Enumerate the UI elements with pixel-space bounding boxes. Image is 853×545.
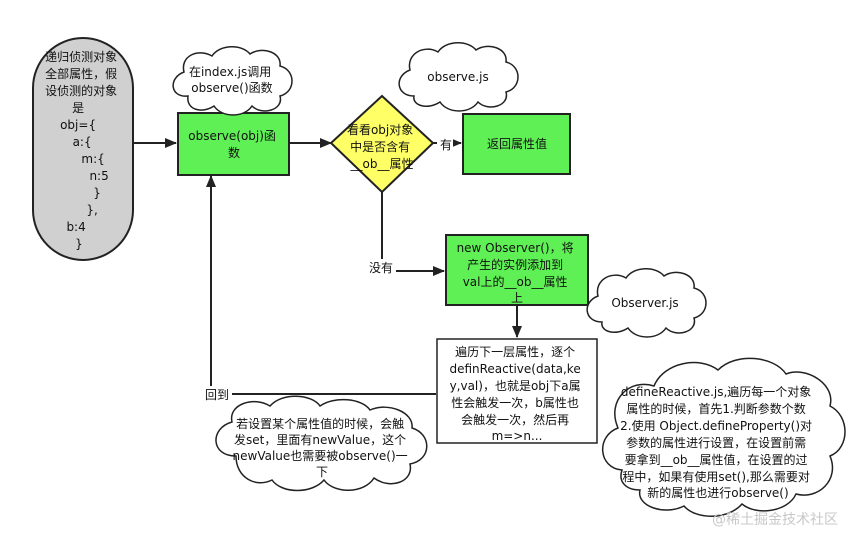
cloud-set-note-text: 若设置某个属性值的时候，会触 发set，里面有newValue，这个 newVa…	[233, 416, 412, 479]
cloud-observer-js-text: Observer.js	[611, 296, 678, 310]
start-node	[32, 37, 134, 261]
observe-function-node	[177, 112, 290, 176]
start-node-text: 递归侦测对象 全部属性，假 设侦测的对象 是 obj={ a:{ m:{ n:5…	[45, 50, 121, 251]
traverse-text: 遍历下一层属性，逐个 definReactive(data,ke y,val)，…	[449, 345, 584, 443]
edge-label-yes-bg	[437, 136, 453, 152]
cloud-observer-js	[586, 268, 707, 338]
cloud-observe-js	[398, 42, 519, 112]
decision-text: 看看obj对象 中是否含有 __ob__属性	[347, 123, 417, 171]
cloud-index-js-text: 在index.js调用 observe()函数	[189, 65, 275, 95]
edge-label-yes: 有	[440, 138, 452, 152]
edge-label-no: 没有	[369, 260, 393, 275]
watermark: @稀土掘金技术社区	[712, 512, 838, 528]
cloud-define-reactive-text: defineReactive.js,遍历每一个对象 属性的时候，首先1.判断参数…	[620, 384, 816, 500]
traverse-node	[436, 338, 598, 444]
cloud-define-reactive	[601, 357, 846, 517]
return-value-text: 返回属性值	[487, 136, 547, 151]
edge-label-no-bg	[366, 259, 396, 275]
edge-traverse-back-to-observe	[206, 175, 436, 395]
cloud-set-note	[215, 395, 428, 492]
new-observer-node	[445, 234, 589, 306]
observe-function-text: observe(obj)函 数	[188, 129, 280, 160]
edge-label-back-bg	[202, 386, 232, 402]
cloud-observe-js-text: observe.js	[427, 70, 488, 84]
edge-label-back: 回到	[205, 388, 229, 402]
return-value-node	[462, 113, 571, 175]
cloud-index-js	[172, 46, 293, 116]
decision-node	[329, 94, 435, 194]
new-observer-text: new Observer()，将 产生的实例添加到 val上的__ob__属性 …	[457, 241, 578, 305]
